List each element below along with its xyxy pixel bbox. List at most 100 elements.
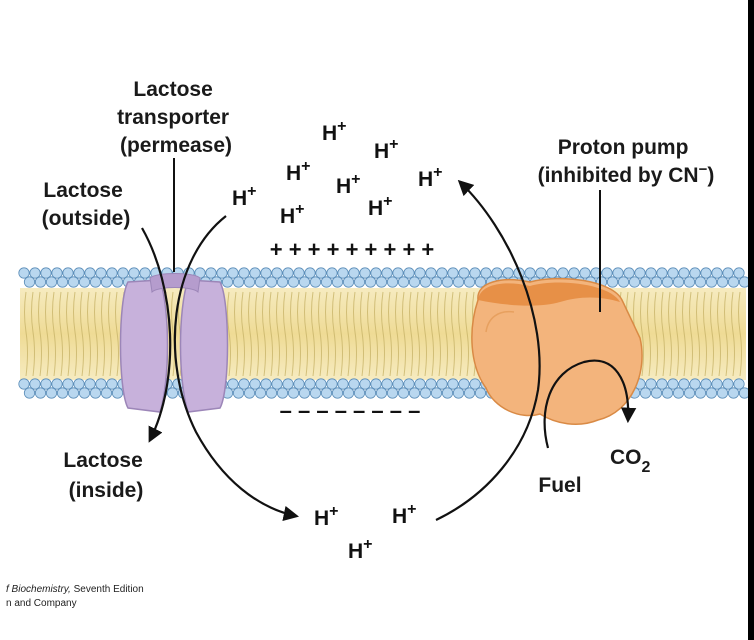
lipid-head	[447, 267, 459, 279]
lipid-head	[18, 378, 30, 390]
lipid-tail	[66, 291, 70, 377]
lipid-head	[342, 387, 355, 399]
lipid-head	[661, 276, 674, 288]
lipid-head	[727, 387, 740, 399]
lipid-tail	[430, 291, 434, 377]
proton-pump-line2: (inhibited by CN−)	[538, 161, 715, 187]
lipid-head	[403, 378, 415, 390]
lactose-inside-line2: (inside)	[69, 479, 144, 502]
lipid-tail	[654, 291, 658, 377]
proton-ion: H+	[322, 118, 347, 145]
lipid-head	[249, 267, 261, 279]
lipid-head	[661, 387, 674, 399]
lipid-head	[128, 267, 140, 279]
transporter-lactose-arrow	[141, 227, 172, 443]
proton-pump-line2-text: (inhibited by CN	[538, 164, 699, 187]
transporter-proton-arrow	[173, 215, 300, 521]
lipid-head	[276, 387, 289, 399]
lipid-head	[375, 387, 388, 399]
lipid-head	[623, 267, 635, 279]
lipid-tail	[675, 291, 679, 377]
proton-ion: H+	[286, 158, 311, 185]
lipid-tail	[668, 291, 672, 377]
lipid-head	[67, 387, 80, 399]
lipid-head	[100, 387, 113, 399]
lipid-tail	[458, 291, 462, 377]
lipid-head	[436, 267, 448, 279]
lipid-head	[694, 387, 707, 399]
lipid-head	[51, 267, 63, 279]
lipid-tail	[703, 291, 707, 377]
lipid-tail	[640, 291, 644, 377]
lipid-head	[639, 276, 652, 288]
lipid-head	[386, 387, 399, 399]
proton-ion: H+	[418, 164, 443, 191]
lactose-transporter	[119, 273, 229, 413]
lipid-head	[78, 276, 91, 288]
lipid-head	[45, 387, 58, 399]
lipid-tail	[738, 291, 742, 377]
lipid-tail	[80, 291, 84, 377]
lipid-head	[34, 276, 47, 288]
lipid-head	[606, 276, 619, 288]
lipid-tail	[451, 291, 455, 377]
lipid-head	[364, 276, 377, 288]
lipid-head	[166, 387, 179, 399]
lipid-head	[293, 267, 305, 279]
lipid-tail	[108, 291, 112, 377]
lipid-tail	[87, 291, 91, 377]
lipid-tail	[304, 291, 308, 377]
lipid-tail	[234, 291, 238, 377]
proton-ion: H+	[336, 171, 361, 198]
lipid-tail	[101, 291, 105, 377]
lipid-tail	[388, 291, 392, 377]
lipid-tail	[94, 291, 98, 377]
lipid-head	[282, 267, 294, 279]
credit-book-title: f Biochemistry,	[6, 584, 71, 595]
lipid-tail	[717, 291, 721, 377]
pump-proton-arrow	[435, 179, 541, 521]
lipid-head	[683, 387, 696, 399]
lipid-head	[271, 378, 283, 390]
lipid-head	[452, 387, 465, 399]
lipid-head	[408, 276, 421, 288]
lipid-head	[260, 267, 272, 279]
proton-pump-cn-charge: −	[699, 161, 708, 178]
lipid-head	[480, 267, 492, 279]
proton-pump-label: Proton pump (inhibited by CN−)	[538, 136, 715, 187]
lipid-head	[326, 378, 338, 390]
lipid-head	[232, 387, 245, 399]
lipid-head	[381, 378, 393, 390]
lipid-head	[254, 276, 267, 288]
lipid-head	[111, 387, 124, 399]
proton-ion: H+	[232, 183, 257, 210]
lipid-tail	[339, 291, 343, 377]
lipid-tail	[402, 291, 406, 377]
lipid-head	[408, 387, 421, 399]
lipid-head	[315, 267, 327, 279]
lipid-head	[298, 387, 311, 399]
lipid-head	[689, 267, 701, 279]
lipid-head	[414, 267, 426, 279]
lipid-head	[34, 387, 47, 399]
lipid-head	[397, 387, 410, 399]
lipid-head	[414, 378, 426, 390]
lipid-head	[238, 267, 250, 279]
lipid-tail	[311, 291, 315, 377]
lipid-head	[238, 378, 250, 390]
proton-pump-close: )	[707, 164, 714, 187]
fuel-label: Fuel	[538, 474, 581, 497]
lipid-head	[23, 276, 36, 288]
lipid-head	[441, 276, 454, 288]
lipid-tail	[325, 291, 329, 377]
proton-ion: H+	[314, 503, 339, 530]
lipid-head	[392, 378, 404, 390]
lipid-head	[359, 267, 371, 279]
lipid-head	[84, 378, 96, 390]
lipid-tail	[31, 291, 35, 377]
lipid-tail	[731, 291, 735, 377]
credit-edition: Seventh Edition	[71, 584, 144, 595]
lipid-head	[491, 267, 503, 279]
lipid-head	[287, 276, 300, 288]
lipid-head	[106, 378, 118, 390]
